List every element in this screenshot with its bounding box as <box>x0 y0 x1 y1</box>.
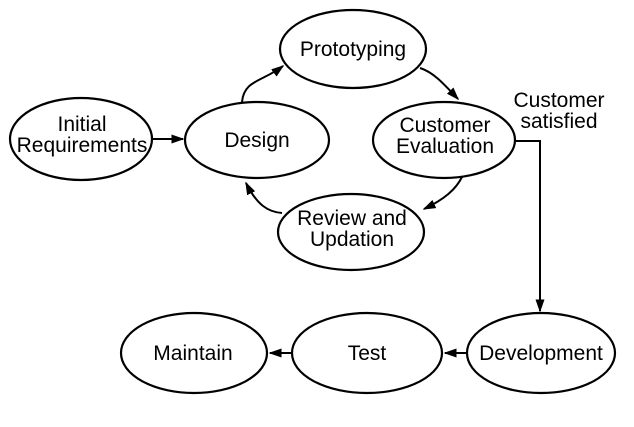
node-prototyping: Prototyping <box>278 8 428 90</box>
edge-customer-satisfied-to-development <box>515 140 545 313</box>
node-design: Design <box>183 100 331 180</box>
node-test: Test <box>290 311 444 395</box>
node-development-label: Development <box>479 342 603 365</box>
node-test-shape <box>290 311 444 395</box>
node-development: Development <box>465 311 617 395</box>
edge-design-to-prototyping <box>241 65 285 103</box>
edge-customer-evaluation-to-review-and-updation <box>422 176 463 210</box>
edge-prototyping-to-customer-evaluation <box>419 67 460 101</box>
label-customer-satisfied: Customer satisfied <box>513 89 604 133</box>
node-maintain: Maintain <box>119 311 269 395</box>
node-maintain-shape <box>119 311 269 395</box>
node-design-label: Design <box>224 129 289 152</box>
node-review-and-updation-shape <box>276 192 426 272</box>
edge-review-and-updation-to-design <box>245 181 283 214</box>
node-review-and-updation-label-line2: Updation <box>310 228 394 251</box>
node-test-label: Test <box>348 342 387 365</box>
node-review-and-updation-label-line1: Review and <box>297 207 407 230</box>
label-customer-satisfied-line2: satisfied <box>520 110 597 133</box>
node-development-shape <box>465 311 617 395</box>
node-design-shape <box>183 100 331 180</box>
node-initial-requirements: Initial Requirements <box>8 96 154 182</box>
node-customer-evaluation-label-line1: Customer <box>399 114 490 137</box>
node-prototyping-label: Prototyping <box>300 38 406 61</box>
node-prototyping-shape <box>278 8 428 90</box>
node-customer-evaluation: Customer Evaluation <box>371 100 517 180</box>
node-maintain-label: Maintain <box>153 342 232 365</box>
node-customer-evaluation-shape <box>371 100 517 180</box>
node-customer-evaluation-label-line2: Evaluation <box>396 135 494 158</box>
node-initial-requirements-label-line2: Requirements <box>17 134 148 157</box>
node-initial-requirements-label-line1: Initial <box>57 113 106 136</box>
label-customer-satisfied-line1: Customer <box>513 89 604 112</box>
node-initial-requirements-shape <box>8 96 154 182</box>
node-review-and-updation: Review and Updation <box>276 192 426 272</box>
